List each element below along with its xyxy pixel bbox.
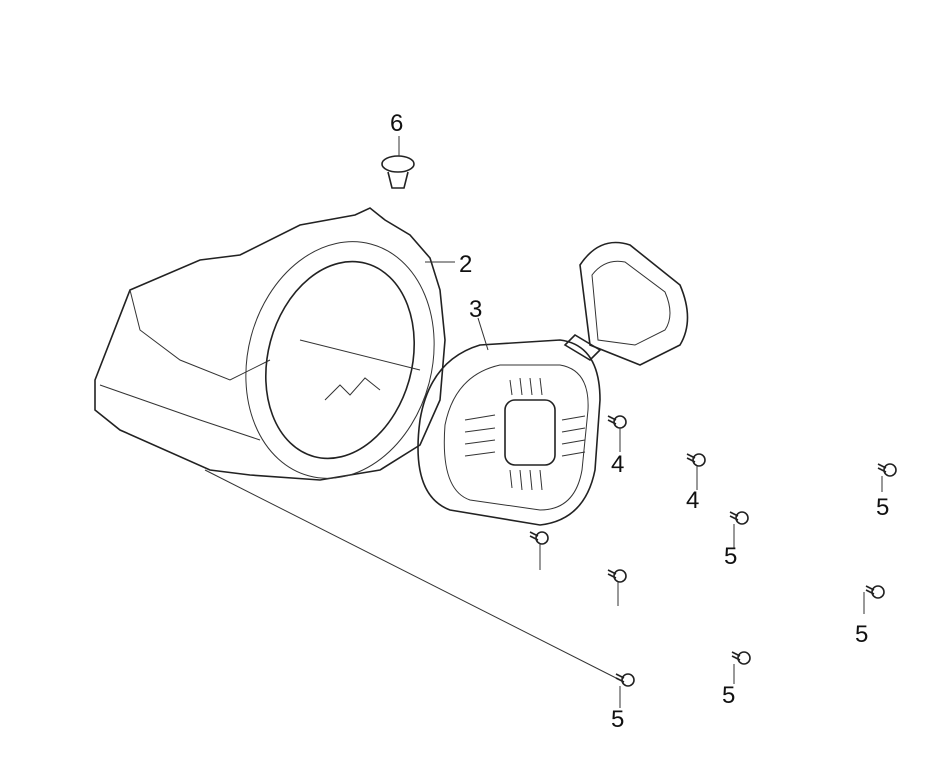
clip-part	[381, 136, 415, 189]
callout-3: 3	[469, 296, 483, 323]
callout-2: 2	[459, 251, 473, 278]
bolts	[529, 415, 897, 708]
callout-4b: 4	[686, 487, 700, 514]
recoil-starter-part	[417, 241, 689, 526]
callout-5c: 5	[855, 621, 869, 648]
callout-4a: 4	[611, 451, 625, 478]
callout-5a: 5	[724, 543, 738, 570]
callout-6: 6	[390, 110, 404, 137]
callout-5b: 5	[876, 494, 890, 521]
fan-shroud-part	[94, 207, 621, 681]
callout-5d: 5	[722, 682, 736, 709]
callout-5e: 5	[611, 706, 625, 733]
